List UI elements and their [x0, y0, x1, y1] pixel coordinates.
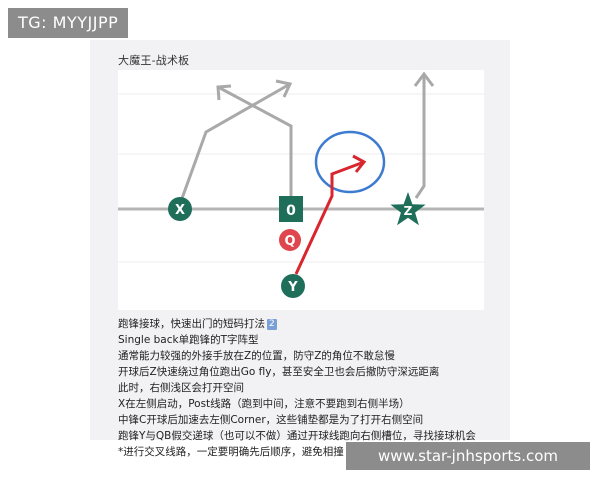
player-y-label: Y — [287, 280, 298, 295]
note-line: *进行交叉线路，一定要明确先后顺序，避免相撞 — [118, 446, 344, 458]
board-title: 大魔王-战术板 — [118, 54, 190, 67]
player-x — [168, 197, 192, 221]
qb-label: Q — [284, 234, 295, 249]
note-line: X在左侧启动，Post线路（跑到中间，注意不要跑到右侧半场） — [118, 398, 410, 410]
x-route — [178, 82, 291, 205]
note-line: 此时，右侧浅区会打开空间 — [118, 382, 244, 394]
player-z-label: Z — [404, 204, 413, 218]
tactics-diagram: Q X 0 Y Z — [118, 71, 484, 298]
y-route — [294, 160, 365, 275]
note-line: Single back单跑锋的T字阵型 — [118, 334, 259, 346]
player-x-label: X — [175, 203, 185, 218]
note-text: 跑锋接球，快速出门的短码打法 — [118, 318, 265, 330]
z-route-arrowhead — [413, 71, 435, 87]
note-line: 中锋C开球后加速去左侧Corner，这些铺垫都是为了打开右侧空间 — [118, 414, 424, 426]
note-line: 跑锋Y与QB假交递球（也可以不做）通过开球线跑向右侧槽位，寻找接球机会 — [118, 430, 476, 442]
note-line: 开球后Z快速绕过角位跑出Go fly，甚至安全卫也会后撤防守深远距离 — [118, 366, 440, 378]
player-center-label: 0 — [286, 203, 296, 219]
player-z — [390, 192, 426, 226]
open-space-circle — [314, 130, 386, 194]
player-center — [279, 196, 303, 222]
z-route — [414, 76, 426, 199]
x-route-arrowhead — [275, 79, 293, 98]
tactics-board: Q X 0 Y Z — [118, 70, 484, 310]
number-badge: 2 — [267, 319, 277, 330]
watermark-bottom-right: www.star-jnhsports.com — [346, 442, 590, 470]
note-line: 通常能力较强的外接手放在Z的位置，防守Z的角位不敢怠慢 — [118, 350, 395, 362]
y-route-arrowhead — [352, 154, 367, 173]
player-y — [281, 274, 305, 298]
qb-marker — [279, 229, 301, 251]
center-route-arrowhead — [216, 84, 232, 101]
watermark-top-left: TG: MYYJJPP — [8, 8, 129, 38]
center-route — [217, 85, 293, 198]
